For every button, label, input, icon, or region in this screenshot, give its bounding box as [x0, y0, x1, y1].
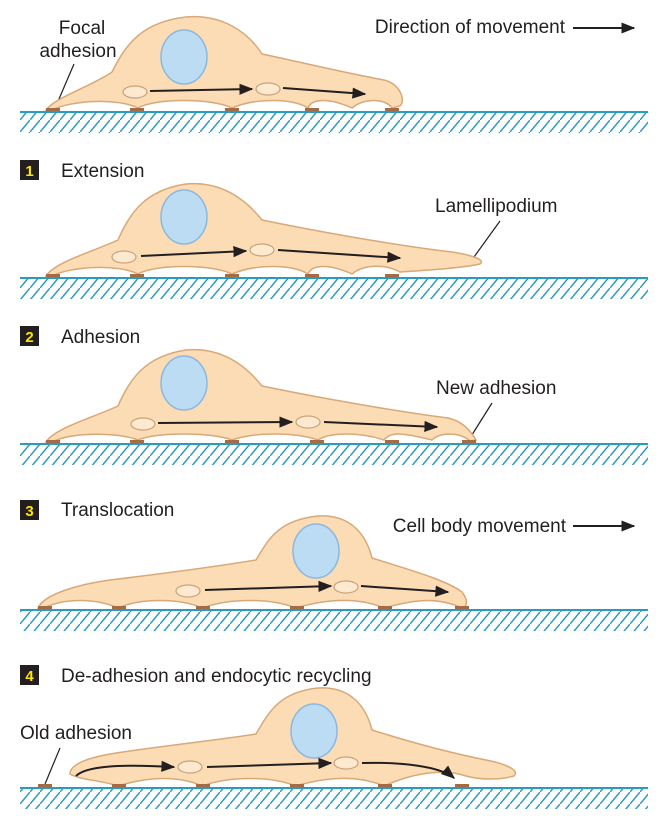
cell-body — [44, 348, 478, 443]
adhesion-site — [305, 108, 319, 112]
nucleus — [292, 523, 340, 579]
new-adhesion-leader-line — [469, 402, 493, 439]
panel-adhesion: 2 Adhesion New adhesion — [20, 326, 648, 465]
panel-de-adhesion: 4 De-adhesion and endocytic recycling Ol… — [20, 665, 648, 809]
transport-arrow — [140, 246, 248, 258]
vesicle — [295, 415, 321, 429]
vesicle — [122, 85, 148, 99]
step-title-adhesion: Adhesion — [61, 327, 140, 348]
cell-body-movement-label: Cell body movement — [393, 516, 567, 537]
cell-body — [36, 515, 468, 609]
adhesion-site — [112, 606, 126, 610]
adhesion-site — [38, 606, 52, 610]
transport-arrow — [149, 83, 254, 95]
lamellipodium-leader-line — [473, 220, 501, 258]
substrate — [20, 445, 648, 465]
adhesion-site — [385, 440, 399, 444]
step-title-de-adhesion: De-adhesion and endocytic recycling — [61, 666, 372, 687]
vesicle — [255, 82, 281, 96]
adhesion-site — [225, 274, 239, 278]
adhesion-site — [310, 440, 324, 444]
adhesion-site — [378, 784, 392, 788]
step-title-extension: Extension — [61, 161, 144, 182]
adhesion-site — [130, 274, 144, 278]
step-number-4: 4 — [25, 668, 34, 685]
transport-arrow — [282, 87, 367, 99]
step-title-translocation: Translocation — [61, 500, 174, 521]
substrate — [20, 789, 648, 809]
step-badge-1 — [20, 160, 39, 180]
lamellipodium-label: Lamellipodium — [435, 196, 558, 217]
transport-arrow — [206, 757, 333, 770]
nucleus — [160, 29, 208, 85]
transport-arrow — [361, 761, 456, 779]
direction-of-movement-label: Direction of movement — [375, 17, 566, 38]
focal-adhesion-label-line2: adhesion — [39, 41, 116, 62]
step-badge-4 — [20, 665, 39, 685]
transport-arrow — [277, 249, 402, 263]
vesicle — [249, 243, 275, 257]
new-adhesion-site — [462, 440, 476, 444]
old-adhesion-site — [38, 784, 52, 788]
step-number-3: 3 — [25, 503, 33, 520]
step-badge-2 — [20, 326, 39, 346]
adhesion-site — [225, 440, 239, 444]
step-badge-3 — [20, 500, 39, 520]
substrate — [20, 611, 648, 631]
old-adhesion-leader-line — [44, 747, 61, 785]
vesicle — [333, 756, 359, 770]
vesicle — [177, 760, 203, 774]
vesicle — [333, 580, 359, 594]
adhesion-site — [455, 606, 469, 610]
adhesion-site — [196, 784, 210, 788]
adhesion-site — [46, 108, 60, 112]
adhesion-site — [130, 108, 144, 112]
step-number-2: 2 — [25, 329, 33, 346]
cell-body — [44, 182, 483, 277]
transport-arrow — [360, 585, 450, 597]
adhesion-site — [130, 440, 144, 444]
adhesion-site — [46, 440, 60, 444]
adhesion-site — [385, 108, 399, 112]
transport-arrow — [204, 580, 333, 592]
vesicle — [130, 417, 156, 431]
transport-arrow — [157, 416, 294, 428]
adhesion-site — [196, 606, 210, 610]
adhesion-site — [112, 784, 126, 788]
nucleus — [160, 355, 208, 411]
adhesion-site — [225, 108, 239, 112]
adhesion-site — [290, 784, 304, 788]
substrate — [20, 279, 648, 299]
adhesion-site — [385, 274, 399, 278]
nucleus — [160, 189, 208, 245]
focal-adhesion-label-line1: Focal — [59, 18, 105, 39]
step-number-1: 1 — [25, 163, 33, 180]
panel-translocation: 3 Translocation Cell body movement — [20, 500, 648, 631]
adhesion-site — [378, 606, 392, 610]
old-adhesion-label: Old adhesion — [20, 723, 132, 744]
endocytic-recycling-arrow — [75, 760, 176, 777]
adhesion-site — [455, 784, 469, 788]
nucleus — [290, 703, 338, 759]
vesicle — [111, 250, 137, 264]
adhesion-site — [46, 274, 60, 278]
substrate — [20, 113, 648, 133]
transport-arrow — [323, 420, 439, 433]
new-adhesion-label: New adhesion — [436, 378, 556, 399]
vesicle — [175, 584, 201, 598]
adhesion-site — [290, 606, 304, 610]
panel-extension: 1 Extension Lamellipodium — [20, 160, 648, 299]
panel-initial: Focal adhesion Direction of movement — [20, 15, 648, 133]
adhesion-site — [305, 274, 319, 278]
